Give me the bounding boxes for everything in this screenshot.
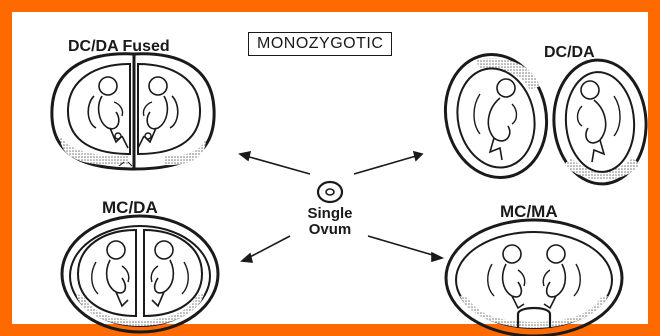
label-mc-ma: MC/MA <box>500 202 558 222</box>
mc-ma-diagram <box>446 220 622 336</box>
diagram-drawing <box>24 24 660 336</box>
single-ovum-line2: Ovum <box>290 222 370 238</box>
label-dc-da-fused: DC/DA Fused <box>68 38 170 56</box>
label-dc-da: DC/DA <box>544 44 595 62</box>
mc-da-diagram <box>62 216 218 332</box>
single-ovum-label: Single Ovum <box>290 206 370 238</box>
single-ovum-line1: Single <box>290 206 370 222</box>
label-mc-da: MC/DA <box>102 198 158 218</box>
diagram-title: MONOZYGOTIC <box>257 35 383 52</box>
dc-da-diagram <box>434 45 650 187</box>
single-ovum-icon <box>318 182 342 202</box>
title-box: MONOZYGOTIC <box>248 32 392 56</box>
dc-da-fused-diagram <box>52 54 214 169</box>
diagram-canvas: MONOZYGOTIC DC/DA Fused DC/DA MC/DA MC/M… <box>24 24 660 336</box>
